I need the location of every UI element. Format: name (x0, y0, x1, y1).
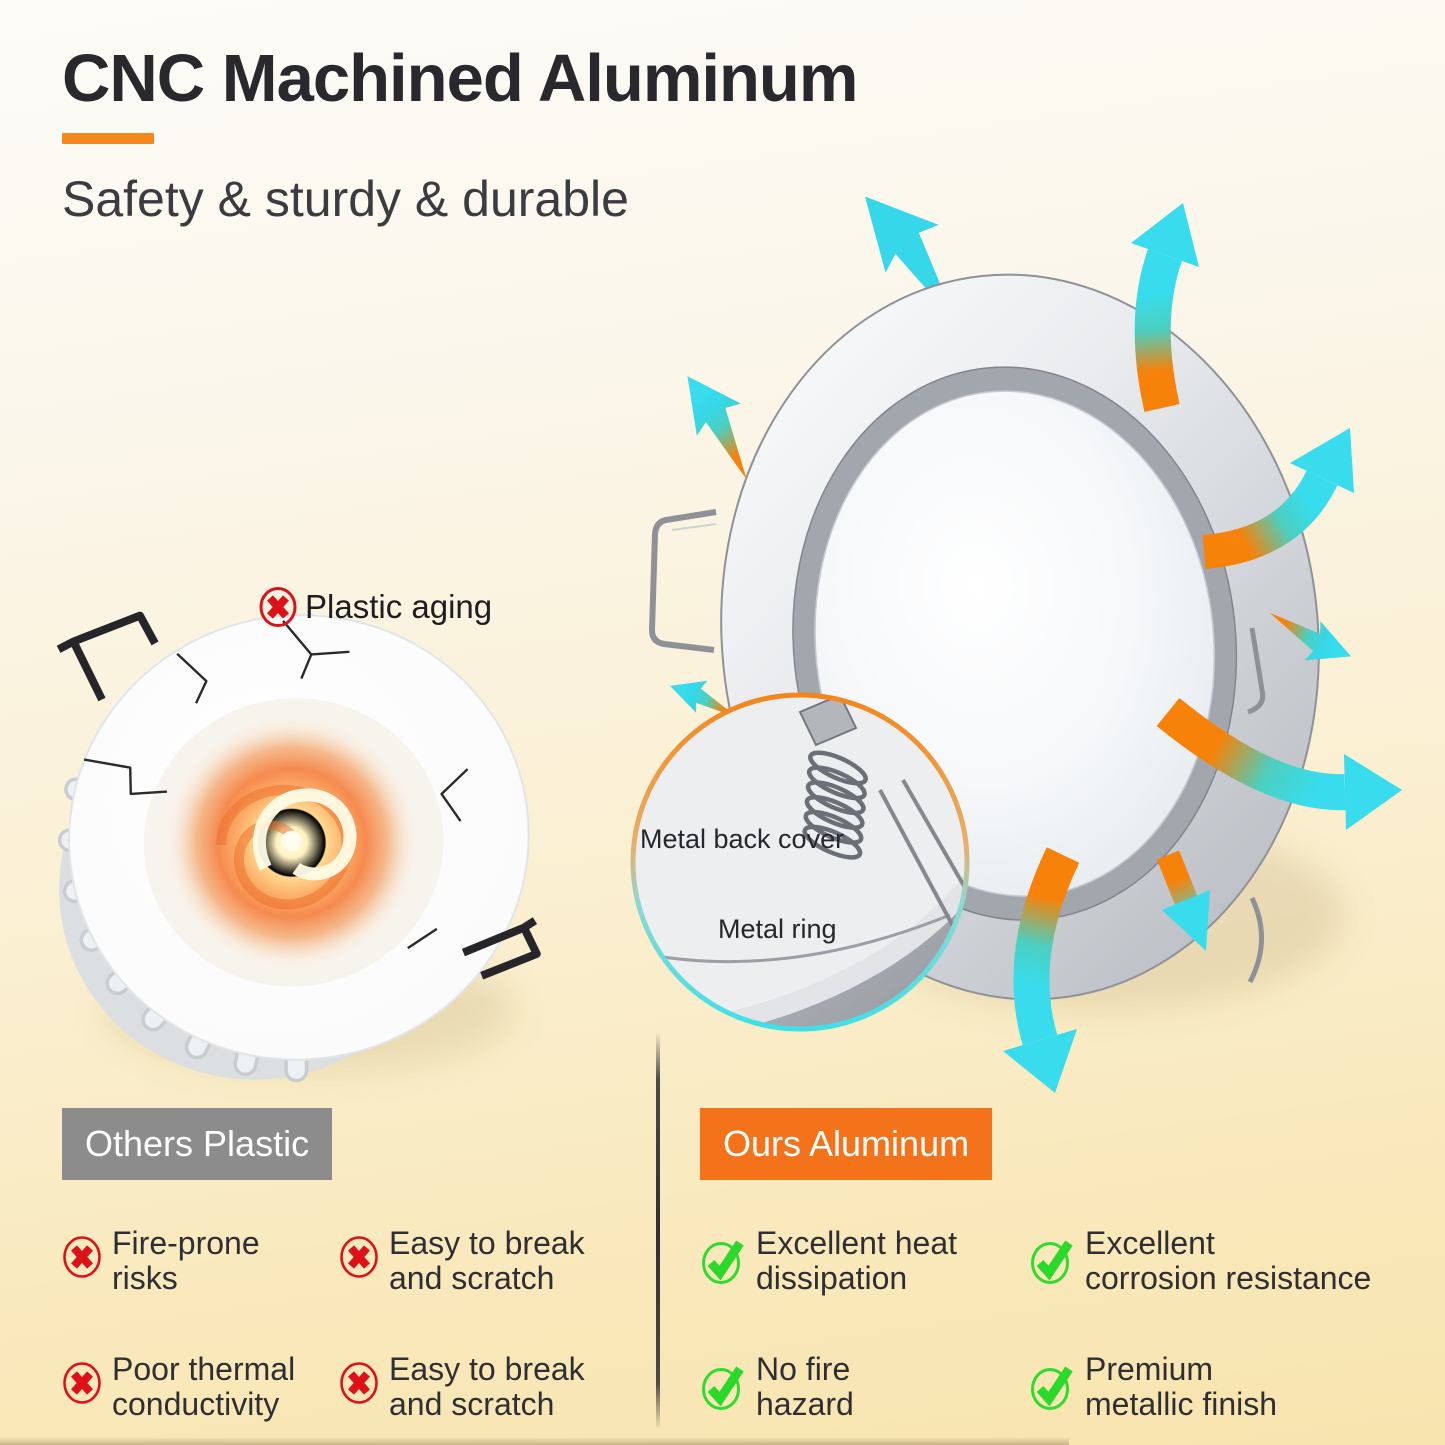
x-circle-icon (259, 587, 297, 627)
x-circle-icon (63, 1236, 101, 1278)
bottom-shadow (0, 1437, 1070, 1445)
list-item: Poor thermal conductivity (62, 1351, 339, 1422)
mounting-clip-left (649, 509, 717, 653)
heat-arrow-top (1131, 203, 1199, 412)
check-circle-icon (702, 1366, 744, 1410)
metal-back-cover-label: Metal back cover (640, 824, 845, 854)
ours-aluminum-column: Ours Aluminum Excellent heat dissipation… (700, 1108, 1445, 1422)
header: CNC Machined Aluminum Safety & sturdy & … (62, 40, 858, 228)
crack-lines (83, 620, 469, 950)
plastic-clips (56, 611, 541, 980)
list-item: No fire hazard (700, 1351, 1029, 1422)
check-circle-icon (702, 1240, 744, 1284)
column-divider (656, 1032, 660, 1430)
accent-underline (62, 133, 154, 144)
list-item: Excellent heat dissipation (700, 1226, 1029, 1296)
list-item: Easy to break and scratch (339, 1226, 637, 1296)
page-title: CNC Machined Aluminum (62, 41, 858, 116)
x-circle-icon (340, 1361, 378, 1404)
spring-coil (802, 750, 868, 860)
plastic-downlight (56, 611, 541, 1083)
list-item: Easy to break and scratch (339, 1351, 637, 1422)
list-item: Fire-prone risks (62, 1226, 339, 1296)
page-subtitle: Safety & sturdy & durable (62, 171, 629, 227)
heat-arrow-lower-right (1156, 698, 1402, 830)
list-item: Premium metallic finish (1029, 1351, 1445, 1422)
plastic-aging-label: Plastic aging (305, 588, 493, 625)
x-circle-icon (340, 1236, 378, 1278)
others-plastic-header: Others Plastic (62, 1108, 333, 1180)
heat-arrow-down (1003, 847, 1080, 1093)
plastic-aging-callout: Plastic aging (258, 586, 492, 628)
heat-arrows (664, 203, 1402, 1093)
metal-ring-label: Metal ring (718, 914, 837, 944)
check-circle-icon (1031, 1240, 1073, 1284)
list-item: Excellent corrosion resistance (1029, 1226, 1445, 1296)
inset-detail-circle (630, 692, 970, 1032)
x-circle-icon (63, 1361, 101, 1404)
heat-arrow-upper-right (1202, 428, 1354, 569)
ours-aluminum-header: Ours Aluminum (700, 1108, 993, 1180)
heat-arrow-down-right-small (1156, 850, 1210, 951)
mounting-clip-right (1247, 627, 1266, 984)
others-plastic-column: Others Plastic Fire-prone risks Easy to … (62, 1108, 637, 1422)
check-circle-icon (1031, 1366, 1073, 1410)
